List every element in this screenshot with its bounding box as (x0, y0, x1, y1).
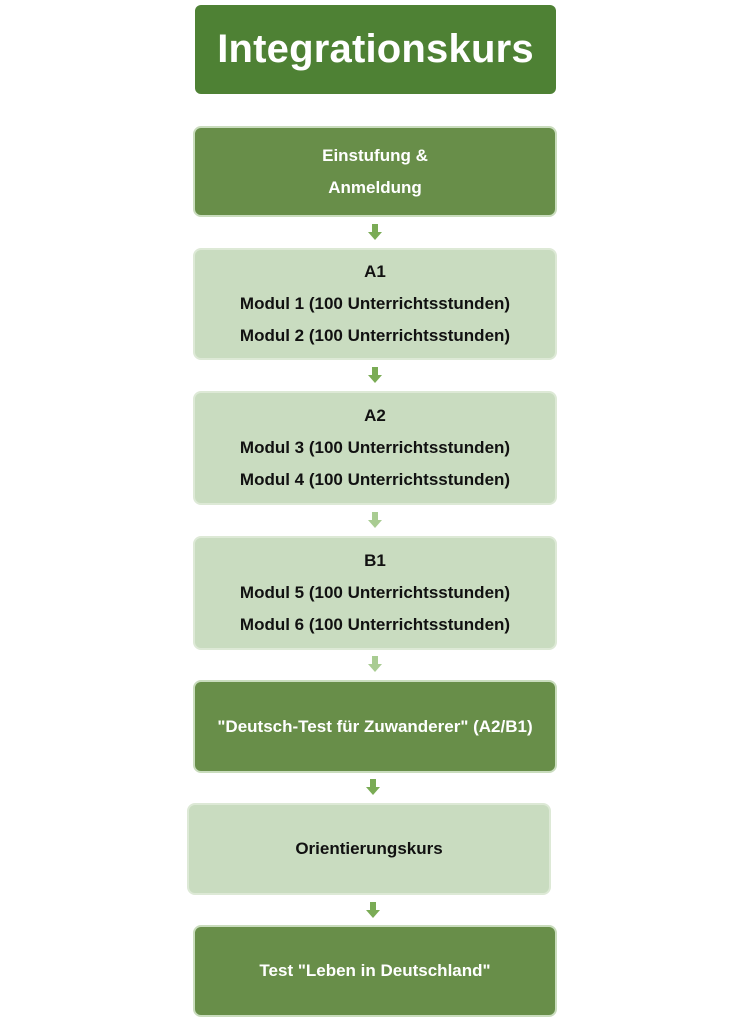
step-line: Modul 5 (100 Unterrichtsstunden) (239, 583, 511, 602)
step-leben-in-deutschland: Test "Leben in Deutschland" (193, 925, 557, 1017)
page-title: Integrationskurs (217, 27, 534, 71)
arrow-down-icon (366, 779, 380, 795)
arrow-down-icon (368, 224, 382, 240)
step-line: Modul 1 (100 Unterrichtsstunden) (239, 294, 511, 313)
step-b1: B1 Modul 5 (100 Unterrichtsstunden) Modu… (193, 536, 557, 650)
step-level: A1 (364, 262, 386, 281)
step-a1: A1 Modul 1 (100 Unterrichtsstunden) Modu… (193, 248, 557, 360)
step-line: "Deutsch-Test für Zuwanderer" (A2/B1) (217, 716, 533, 736)
step-line: Modul 6 (100 Unterrichtsstunden) (239, 615, 511, 634)
title-box: Integrationskurs (195, 5, 556, 94)
step-level: A2 (364, 406, 386, 425)
arrow-down-icon (368, 512, 382, 528)
step-orientierungskurs: Orientierungskurs (187, 803, 551, 895)
arrow-down-icon (366, 902, 380, 918)
step-level: B1 (364, 551, 386, 570)
arrow-down-icon (368, 656, 382, 672)
step-einstufung: Einstufung & Anmeldung (193, 126, 557, 217)
step-a2: A2 Modul 3 (100 Unterrichtsstunden) Modu… (193, 391, 557, 505)
step-line: Modul 4 (100 Unterrichtsstunden) (239, 470, 511, 489)
step-deutsch-test: "Deutsch-Test für Zuwanderer" (A2/B1) (193, 680, 557, 773)
step-line: Orientierungskurs (295, 839, 443, 858)
arrow-down-icon (368, 367, 382, 383)
step-line: Modul 2 (100 Unterrichtsstunden) (239, 326, 511, 345)
step-line: Test "Leben in Deutschland" (259, 961, 491, 980)
step-line: Einstufung & (322, 145, 428, 165)
step-line: Anmeldung (328, 177, 422, 197)
step-line: Modul 3 (100 Unterrichtsstunden) (239, 438, 511, 457)
